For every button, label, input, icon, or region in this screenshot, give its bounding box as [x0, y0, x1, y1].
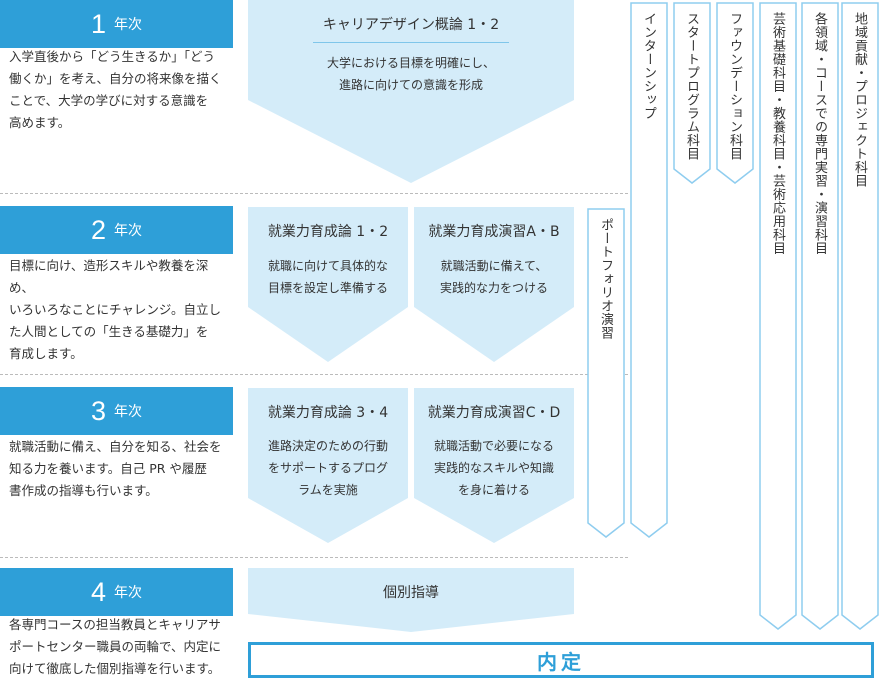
course-arrow-shape — [248, 388, 408, 543]
column-label: ポートフォリオ演習 — [598, 218, 613, 340]
column-arrow-shape — [587, 208, 625, 538]
course-description: 就職に向けて具体的な 目標を設定し準備する — [248, 255, 408, 299]
course-description: 大学における目標を明確にし、 進路に向けての意識を形成 — [248, 52, 574, 96]
course-title: キャリアデザイン概論 1・2 — [322, 17, 500, 33]
year-3-header: 3 年次 — [0, 387, 233, 435]
column-arrow-shape — [841, 2, 879, 630]
year-1-desc-line: 高めます。 — [9, 115, 71, 130]
course-title: 就業力育成論 3・4 — [267, 405, 389, 421]
course-description: 進路決定のための行動 をサポートするプログ ラムを実施 — [248, 435, 408, 501]
year-1-desc-line: 入学直後から「どう生きるか」「どう — [9, 49, 216, 64]
column-internship: インターンシップ — [630, 2, 668, 538]
year-1-desc-line: 働くか」を考え、自分の将来像を描く — [9, 71, 222, 86]
column-arrow-shape — [630, 2, 668, 538]
course-desc-line: 実践的な力をつける — [439, 281, 548, 295]
course-title: 就業力育成演習C・D — [427, 405, 561, 421]
year-3-desc-line: 就職活動に備え、自分を知る、社会を — [9, 439, 222, 454]
column-arrow-shape — [759, 2, 797, 630]
naitei-label: 内定 — [537, 649, 585, 674]
naitei-box: 内定 — [248, 642, 874, 678]
column-label: ファウンデーション科目 — [727, 12, 742, 161]
year-2-desc-line: 目標に向け、造形スキルや教養を深め、 — [9, 258, 209, 295]
separator — [0, 557, 628, 558]
course-arrow-shape — [414, 388, 574, 543]
column-senmon: 各領域・コースでの専門実習・演習科目 — [801, 2, 839, 630]
year-2-description: 目標に向け、造形スキルや教養を深め、 いろいろなことにチャレンジ。自立し た人間… — [9, 255, 233, 365]
column-arrow-shape — [716, 2, 754, 184]
column-label: インターンシップ — [641, 12, 656, 120]
course-kobetsu: 個別指導 — [248, 568, 574, 632]
year-4-desc-line: 向けて徹底した個別指導を行います。 — [9, 661, 221, 676]
year-1-desc-line: ことで、大学の学びに対する意識を — [9, 93, 209, 108]
course-career-design: キャリアデザイン概論 1・2 大学における目標を明確にし、 進路に向けての意識を… — [248, 0, 574, 183]
year-2-suffix: 年次 — [114, 223, 143, 239]
course-desc-line: 進路決定のための行動 — [267, 439, 388, 453]
column-label: 芸術基礎科目・教養科目・芸術応用科目 — [770, 12, 785, 255]
separator — [0, 193, 628, 194]
course-desc-line: を身に着ける — [457, 483, 530, 497]
column-label: スタートプログラム科目 — [684, 12, 699, 161]
course-arrow-shape — [248, 207, 408, 362]
year-1-number: 1 — [90, 8, 107, 39]
course-desc-line: 目標を設定し準備する — [267, 281, 388, 295]
course-title: 就業力育成演習A・B — [428, 224, 560, 240]
year-3-description: 就職活動に備え、自分を知る、社会を 知る力を養います。自己 PR や履歴 書作成… — [9, 436, 233, 502]
year-4-suffix: 年次 — [114, 585, 143, 601]
column-label: 地域貢献・プロジェクト科目 — [852, 12, 867, 188]
year-1-suffix: 年次 — [114, 17, 143, 33]
column-arrow-shape — [673, 2, 711, 184]
course-description: 就職活動に備えて、 実践的な力をつける — [414, 255, 574, 299]
course-desc-line: 大学における目標を明確にし、 — [326, 56, 495, 70]
year-2-desc-line: いろいろなことにチャレンジ。自立し — [9, 302, 222, 317]
separator — [0, 374, 628, 375]
year-2-number: 2 — [90, 214, 107, 245]
year-4-desc-line: 各専門コースの担当教員とキャリアサ — [9, 617, 221, 632]
year-3-number: 3 — [90, 395, 107, 426]
course-shugyo-34: 就業力育成論 3・4 進路決定のための行動 をサポートするプログ ラムを実施 — [248, 388, 408, 543]
column-portfolio: ポートフォリオ演習 — [587, 208, 625, 538]
course-title: 就業力育成論 1・2 — [267, 224, 389, 240]
year-4-description: 各専門コースの担当教員とキャリアサ ポートセンター職員の両輪で、内定に 向けて徹… — [9, 614, 233, 680]
course-desc-line: 就職活動に備えて、 — [440, 259, 548, 273]
course-arrow-shape — [248, 568, 574, 632]
column-chiiki: 地域貢献・プロジェクト科目 — [841, 2, 879, 630]
column-label: 各領域・コースでの専門実習・演習科目 — [812, 12, 827, 255]
course-arrow-shape — [248, 0, 574, 183]
course-desc-line: ラムを実施 — [298, 483, 358, 497]
course-desc-line: 進路に向けての意識を形成 — [338, 78, 483, 92]
course-desc-line: をサポートするプログ — [267, 461, 388, 475]
column-arrow-shape — [801, 2, 839, 630]
course-title: 個別指導 — [383, 585, 439, 601]
course-desc-line: 実践的なスキルや知識 — [433, 461, 554, 475]
course-desc-line: 就職活動で必要になる — [433, 439, 554, 453]
year-2-desc-line: 育成します。 — [9, 346, 83, 361]
year-4-desc-line: ポートセンター職員の両輪で、内定に — [9, 639, 222, 654]
year-3-desc-line: 書作成の指導も行います。 — [9, 483, 158, 498]
year-2-header: 2 年次 — [0, 206, 233, 254]
course-enshu-cd: 就業力育成演習C・D 就職活動で必要になる 実践的なスキルや知識 を身に着ける — [414, 388, 574, 543]
column-foundation: ファウンデーション科目 — [716, 2, 754, 184]
course-enshu-ab: 就業力育成演習A・B 就職活動に備えて、 実践的な力をつける — [414, 207, 574, 362]
year-3-desc-line: 知る力を養います。自己 PR や履歴 — [9, 461, 207, 476]
year-4-number: 4 — [90, 576, 107, 607]
year-3-suffix: 年次 — [114, 404, 143, 420]
course-shugyo-12: 就業力育成論 1・2 就職に向けて具体的な 目標を設定し準備する — [248, 207, 408, 362]
title-rule — [313, 42, 509, 43]
year-1-description: 入学直後から「どう生きるか」「どう 働くか」を考え、自分の将来像を描く ことで、… — [9, 46, 233, 134]
course-arrow-shape — [414, 207, 574, 362]
course-description: 就職活動で必要になる 実践的なスキルや知識 を身に着ける — [414, 435, 574, 501]
column-start-program: スタートプログラム科目 — [673, 2, 711, 184]
year-4-header: 4 年次 — [0, 568, 233, 616]
year-2-desc-line: た人間としての「生きる基礎力」を — [9, 324, 209, 339]
course-desc-line: 就職に向けて具体的な — [267, 259, 388, 273]
year-1-header: 1 年次 — [0, 0, 233, 48]
column-geijutsu: 芸術基礎科目・教養科目・芸術応用科目 — [759, 2, 797, 630]
